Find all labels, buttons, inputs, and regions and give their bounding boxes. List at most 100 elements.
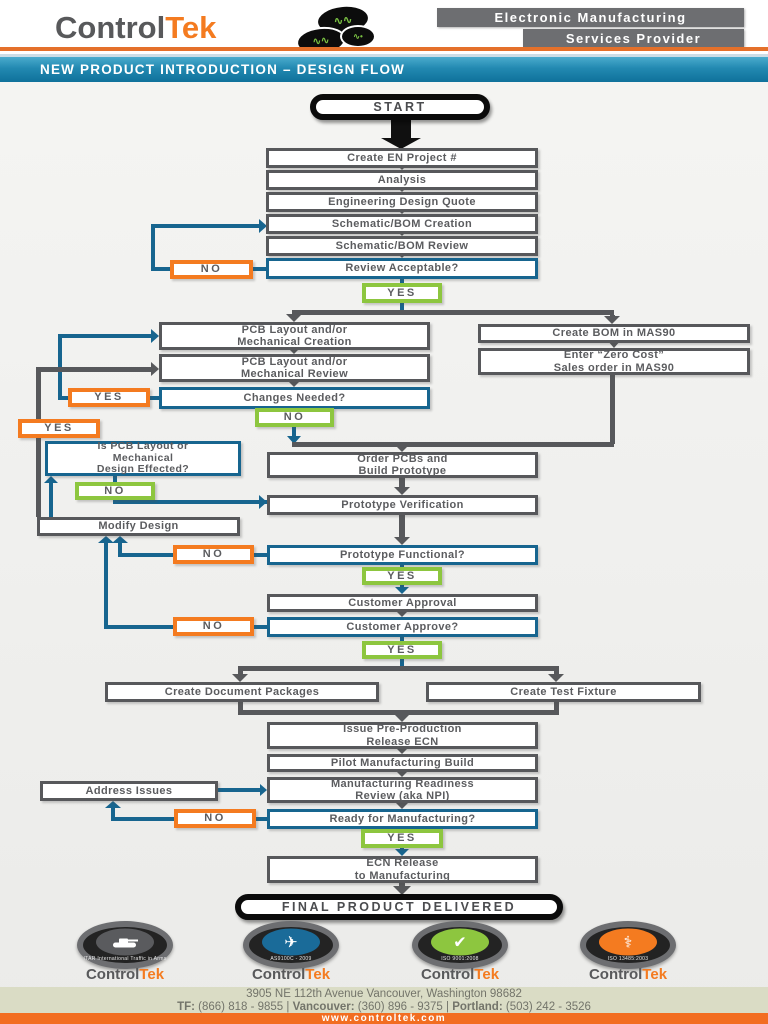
connector-line — [238, 710, 559, 715]
connector-line — [400, 585, 404, 588]
connector-line — [118, 553, 173, 557]
page-title-banner: NEW PRODUCT INTRODUCTION – DESIGN FLOW — [0, 57, 768, 82]
arrowhead — [112, 536, 128, 543]
label-no-changes: NO — [255, 408, 334, 427]
tagline-2: Services Provider — [565, 30, 702, 46]
node-final-product-delivered: FINAL PRODUCT DELIVERED — [235, 894, 563, 920]
arrowhead — [548, 674, 564, 682]
connector-line — [238, 671, 243, 675]
connector-line — [292, 442, 614, 447]
badge-ring-label: ISO 13485:2003 — [607, 956, 649, 962]
logo-tek: Tek — [165, 10, 217, 45]
node-changes-needed: Changes Needed? — [159, 387, 430, 409]
label-yes-changes: YES — [68, 388, 150, 407]
connector-line — [118, 543, 122, 555]
airplane-icon: ✈ — [262, 928, 320, 956]
arrowhead — [395, 849, 409, 856]
connector-line — [400, 279, 404, 285]
node-engineering-design-quote: Engineering Design Quote — [266, 192, 538, 212]
checkmark-icon: ✔ — [431, 928, 489, 956]
connector-line — [400, 301, 404, 311]
website-bar: www.controltek.com — [0, 1013, 768, 1024]
connector-line — [400, 637, 404, 643]
connector-line — [292, 310, 614, 315]
node-modify-design: Modify Design — [37, 517, 240, 536]
badge-iso13485: ⚕ ISO 13485:2003 — [580, 921, 676, 969]
arrowhead — [151, 362, 159, 376]
badge-iso9001: ✔ ISO 9001:2008 — [412, 921, 508, 969]
node-create-bom-mas90: Create BOM in MAS90 — [478, 324, 750, 343]
arrowhead — [604, 316, 620, 324]
node-ready-for-manufacturing: Ready for Manufacturing? — [267, 809, 538, 829]
arrowhead — [394, 444, 410, 452]
node-customer-approve: Customer Approve? — [267, 617, 538, 637]
connector-line — [238, 702, 243, 712]
label-no-review: NO — [170, 260, 253, 279]
connector-line — [151, 267, 170, 271]
badge-ring-label: ITAR International Traffic in Arms — [83, 956, 167, 962]
connector-line — [113, 500, 267, 504]
footer: 3905 NE 112th Avenue Vancouver, Washingt… — [0, 987, 768, 1013]
label-yes-functional: YES — [362, 567, 442, 585]
connector-line — [218, 788, 260, 792]
label-no-approve: NO — [173, 617, 254, 636]
node-prototype-verification: Prototype Verification — [267, 495, 538, 515]
node-schematic-bom-creation: Schematic/BOM Creation — [266, 214, 538, 234]
connector-line — [253, 267, 266, 271]
node-issue-preproduction-ecn: Issue Pre-Production Release ECN — [267, 722, 538, 749]
connector-line — [104, 625, 173, 629]
connector-line — [62, 334, 151, 338]
node-customer-approval: Customer Approval — [267, 594, 538, 612]
arrowhead — [607, 340, 621, 348]
arrowhead — [232, 674, 248, 682]
arrowhead — [259, 495, 267, 509]
label-no-ready: NO — [174, 809, 256, 828]
node-create-test-fixture: Create Test Fixture — [426, 682, 701, 702]
waveform-icon: ∿• — [340, 25, 376, 48]
node-create-en-project: Create EN Project # — [266, 148, 538, 168]
connector-line — [111, 817, 174, 821]
white-divider — [0, 51, 768, 54]
connector-line — [254, 553, 267, 557]
label-yes-ready: YES — [361, 829, 443, 848]
label-no-functional: NO — [173, 545, 254, 564]
tagline-box-1: Electronic Manufacturing — [437, 8, 744, 27]
node-schematic-bom-review: Schematic/BOM Review — [266, 236, 538, 256]
connector-line — [400, 847, 404, 850]
connector-line — [155, 224, 259, 228]
label-yes-effected: YES — [18, 419, 100, 438]
node-pilot-manufacturing-build: Pilot Manufacturing Build — [267, 754, 538, 772]
label-yes-approve: YES — [362, 641, 442, 659]
connector-line — [104, 543, 108, 625]
label-no-effected: NO — [75, 482, 155, 500]
badge-brand-2: ControlTek — [251, 966, 331, 983]
orange-divider — [0, 47, 768, 51]
arrowhead — [394, 801, 410, 809]
arrowhead — [394, 769, 410, 777]
footer-address: 3905 NE 112th Avenue Vancouver, Washingt… — [246, 988, 522, 1000]
caduceus-icon: ⚕ — [599, 928, 657, 956]
arrowhead — [260, 784, 267, 796]
label-yes-review: YES — [362, 283, 442, 303]
arrowhead — [286, 379, 302, 387]
connector-line — [49, 482, 53, 517]
node-prototype-functional: Prototype Functional? — [267, 545, 538, 565]
connector-line — [391, 116, 411, 140]
node-zero-cost-sales-order: Enter “Zero Cost” Sales order in MAS90 — [478, 348, 750, 375]
connector-line — [256, 817, 267, 821]
arrowhead — [259, 219, 267, 233]
connector-line — [554, 702, 559, 712]
arrowhead — [395, 587, 409, 594]
arrowhead — [381, 138, 421, 149]
node-create-document-packages: Create Document Packages — [105, 682, 379, 702]
footer-phone-line: TF: (866) 818 - 9855 | Vancouver: (360) … — [177, 1001, 591, 1013]
badge-as9100c: ✈ AS9100C - 2009 — [243, 921, 339, 969]
logo-control: Control — [55, 10, 166, 45]
lightblue-divider — [0, 54, 768, 57]
arrowhead — [394, 537, 410, 545]
connector-line — [400, 659, 404, 667]
tagline-1: Electronic Manufacturing — [494, 10, 687, 25]
node-review-acceptable: Review Acceptable? — [266, 258, 538, 279]
node-analysis: Analysis — [266, 170, 538, 190]
